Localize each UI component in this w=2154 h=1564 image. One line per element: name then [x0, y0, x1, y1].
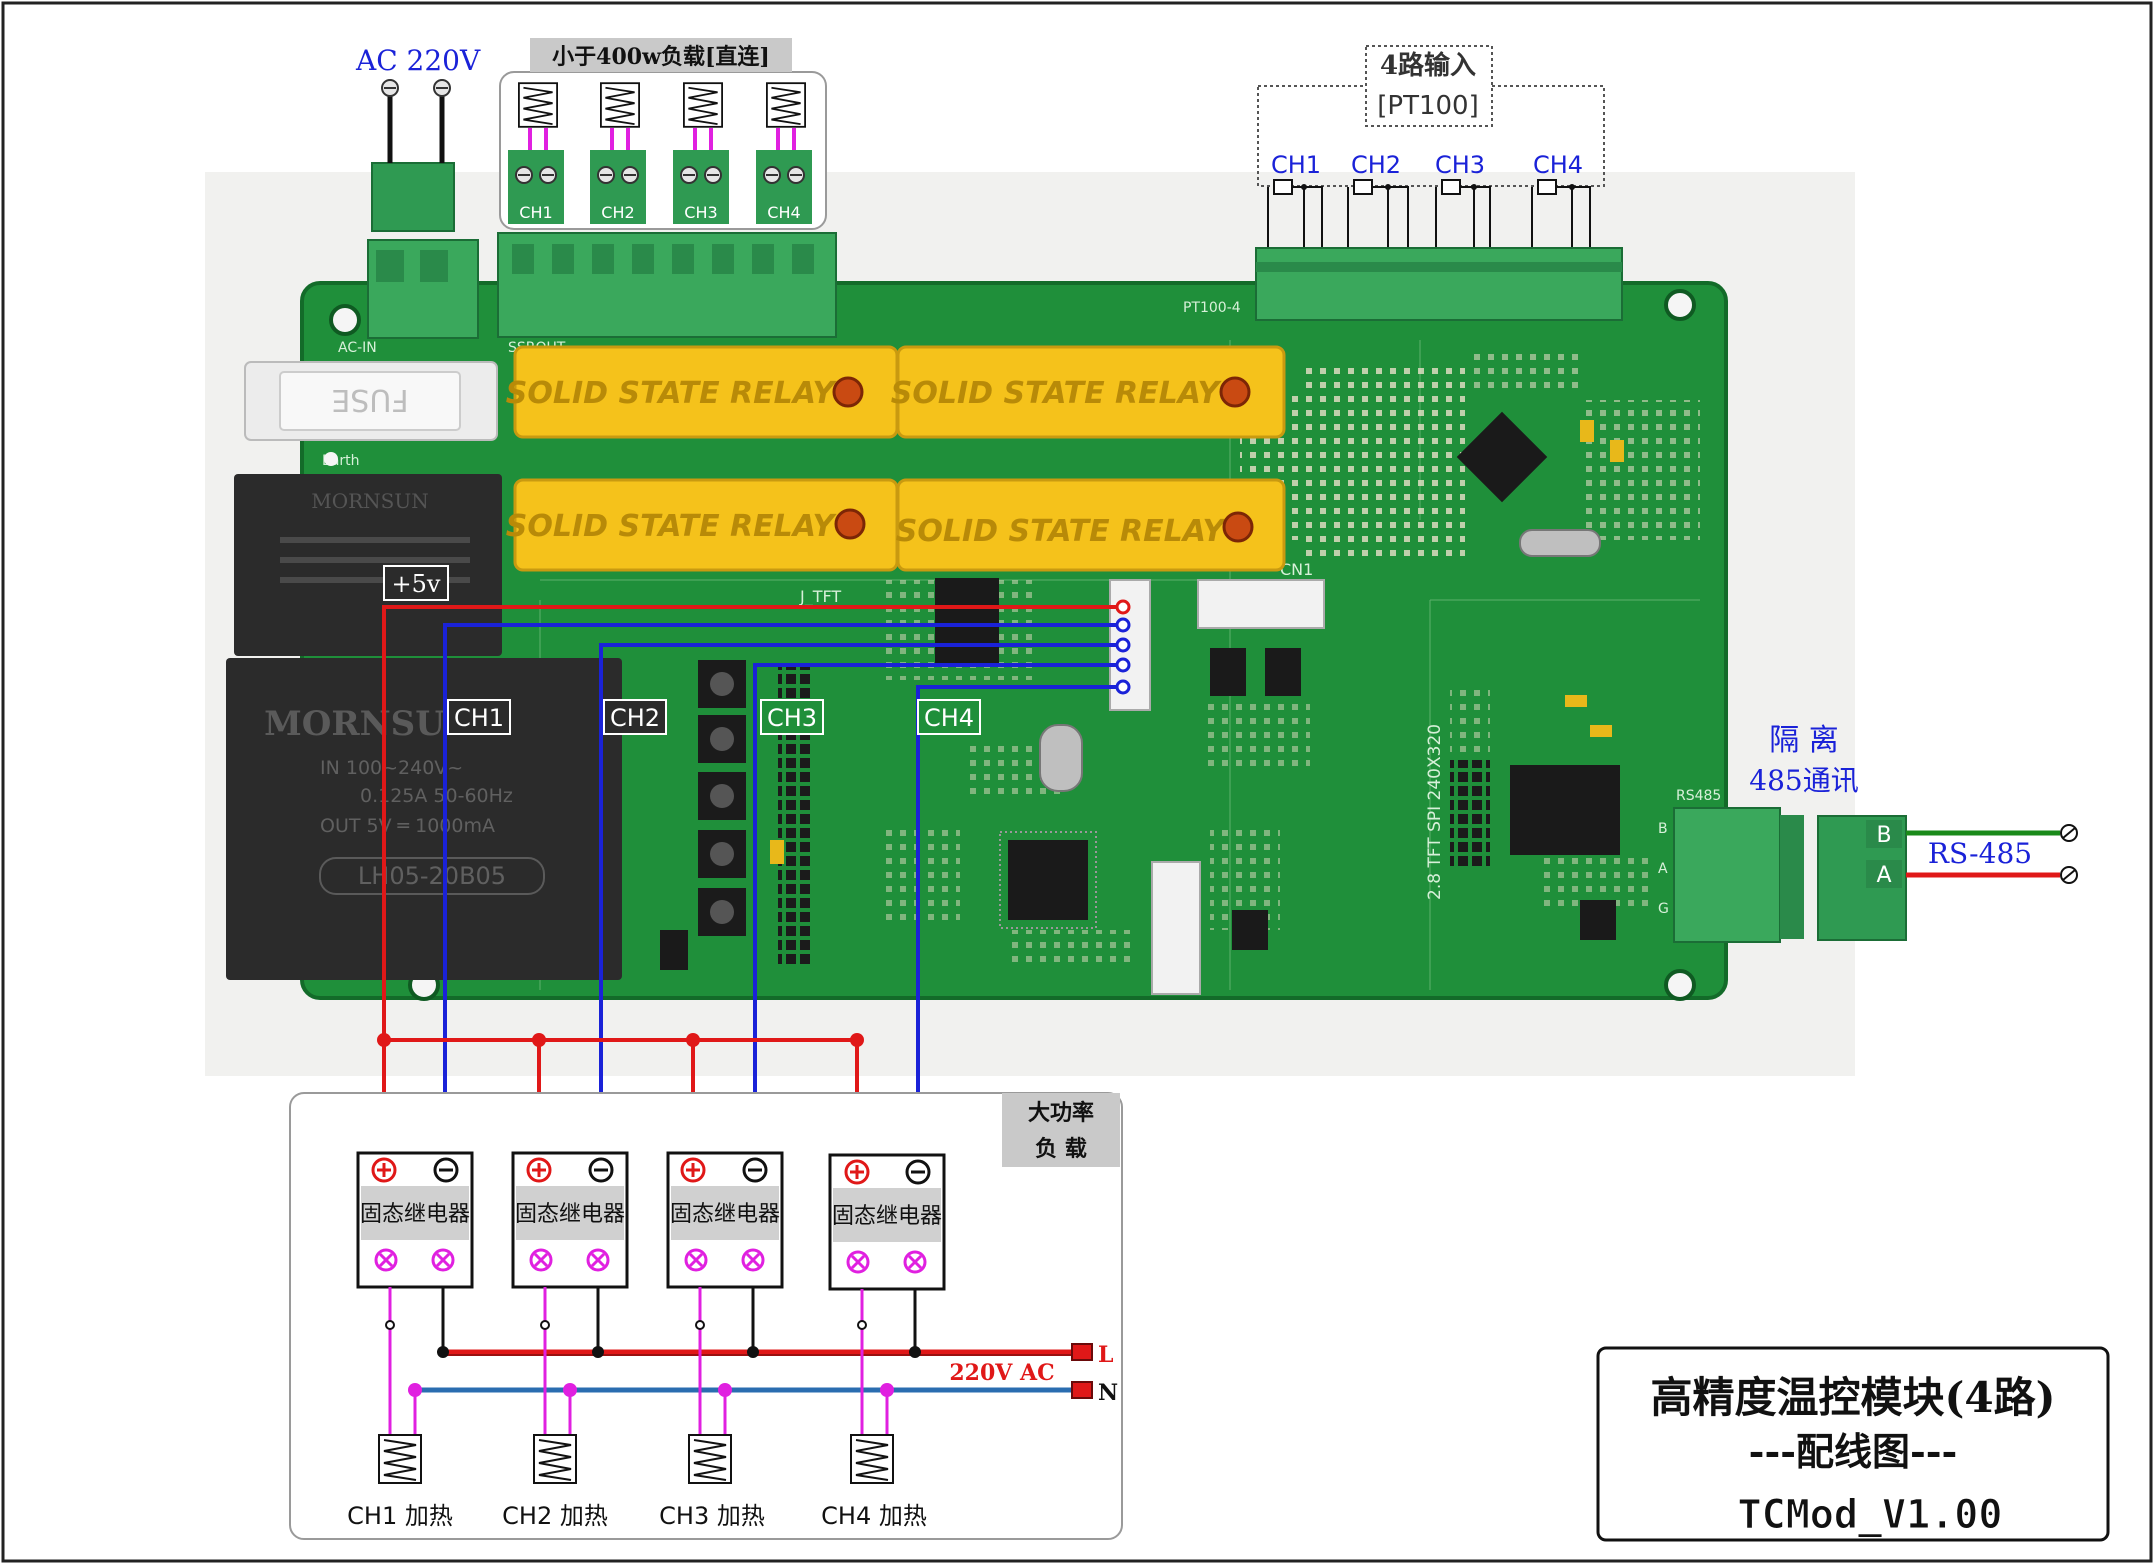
heater-icon	[688, 1433, 732, 1485]
rs485-b-terminal-icon	[2060, 824, 2078, 842]
ssr-out-ch-label: CH3	[684, 203, 717, 222]
heater-label: CH3 加热	[659, 1502, 765, 1530]
psu-big-brand: MORNSUN	[264, 704, 476, 744]
heater-icon	[850, 1433, 894, 1485]
external-relay: 固态继电器 CH4 加热	[821, 1153, 946, 1530]
tft-label: 2.8 TFT SPI 240X320	[1425, 724, 1445, 900]
relay-label: 固态继电器	[360, 1202, 470, 1227]
wiring-labels: +5v CH1 CH2 CH3 CH4	[383, 565, 981, 735]
pt100-channel: CH1	[1267, 151, 1323, 250]
relay-text: SOLID STATE RELAY	[506, 509, 838, 544]
pt100-title: 4路输入	[1380, 50, 1476, 81]
rs485-section: 隔 离 485通讯 RS485 B A G B A RS-485	[1658, 723, 2078, 943]
load-panel-title-1: 大功率	[1028, 1100, 1094, 1126]
rs485-block-label: RS485	[1676, 788, 1721, 804]
rs485-pin-a: A	[1658, 861, 1668, 877]
ac-in-label: AC-IN	[338, 340, 377, 356]
rs485-terminal-b: B	[1876, 823, 1891, 848]
ssr-out-channel: CH1	[508, 82, 564, 224]
load-resistor-icon	[683, 82, 723, 128]
relay-label: 固态继电器	[515, 1202, 625, 1227]
ssr-out-channel: CH2	[590, 82, 646, 224]
pt100-block-label: PT100-4	[1183, 300, 1241, 316]
fuse-text: FUSE	[331, 382, 408, 417]
external-relay: 固态继电器 CH2 加热	[502, 1151, 629, 1530]
board-relay: SOLID STATE RELAY	[896, 478, 1286, 572]
heater-label: CH4 加热	[821, 1502, 927, 1530]
isolation-line2: 485通讯	[1749, 764, 1858, 797]
pt100-channel: CH4	[1531, 151, 1591, 250]
rs485-pin-g: G	[1658, 901, 1669, 917]
relay-text: SOLID STATE RELAY	[896, 514, 1228, 549]
ssr-out-ch-label: CH1	[519, 203, 552, 222]
ssr-out-terminal	[497, 232, 837, 338]
load-resistor-icon	[766, 82, 806, 128]
external-relays: 固态继电器 CH1 加热 固态继电器	[347, 1151, 946, 1530]
ac-220v-line-label: 220V AC	[949, 1360, 1054, 1386]
ssr-out-panel: 小于400w负载[直连] CH1 CH2 CH3 CH4	[499, 38, 827, 230]
external-relay: 固态继电器 CH3 加热	[659, 1151, 784, 1530]
pt100-ch-label: CH2	[1351, 151, 1401, 179]
ssr-out-channel: CH4	[756, 82, 812, 224]
diagram-subtitle: ---配线图---	[1749, 1429, 1958, 1474]
board-relays: SOLID STATE RELAY SOLID STATE RELAY SOLI…	[506, 345, 1286, 572]
load-panel-title-2: 负 载	[1035, 1136, 1087, 1162]
relay-text: SOLID STATE RELAY	[506, 376, 838, 411]
rs485-a-terminal-icon	[2060, 866, 2078, 884]
load-resistor-icon	[600, 82, 640, 128]
wiring-ch-label: CH3	[767, 704, 817, 732]
board-relay: SOLID STATE RELAY	[891, 345, 1286, 439]
plus5v-label: +5v	[392, 570, 441, 598]
ac-220v-label: AC 220V	[355, 44, 481, 77]
psu-big-line-1: IN 100~240V~	[320, 757, 463, 779]
psu-small: MORNSUN	[234, 474, 502, 656]
pt100-ch-label: CH3	[1435, 151, 1485, 179]
rs485-pin-b: B	[1658, 821, 1668, 837]
psu-big: MORNSUN IN 100~240V~ 0.125A 50-60Hz OUT …	[226, 658, 622, 980]
isolation-line1: 隔 离	[1769, 723, 1839, 758]
psu-big-model: LH05-20B05	[358, 862, 506, 890]
relay-label: 固态继电器	[670, 1202, 780, 1227]
wiring-ch-label: CH2	[610, 704, 660, 732]
external-relay: 固态继电器 CH1 加热	[347, 1151, 474, 1530]
ac-input-terminal: AC 220V	[355, 44, 481, 339]
ssr-out-ch-label: CH2	[601, 203, 634, 222]
pt100-terminal	[1255, 247, 1623, 321]
line-n-label: N	[1098, 1380, 1118, 1406]
line-l-label: L	[1098, 1342, 1113, 1368]
pt100-ch-label: CH4	[1533, 151, 1583, 179]
rs485-label: RS-485	[1928, 837, 2032, 870]
control-connector-dots	[377, 599, 1131, 1047]
wiring-ch-label: CH1	[454, 704, 504, 732]
heater-label: CH2 加热	[502, 1502, 608, 1530]
ssr-out-channel: CH3	[673, 82, 729, 224]
heater-icon	[378, 1433, 422, 1485]
psu-small-brand: MORNSUN	[311, 489, 429, 513]
cn1-label: CN1	[1280, 560, 1313, 579]
psu-big-line-2: 0.125A 50-60Hz	[360, 785, 513, 807]
ssr-out-ch-label: CH4	[767, 203, 800, 222]
load-resistor-icon	[518, 82, 558, 128]
board-relay: SOLID STATE RELAY	[506, 345, 899, 439]
fuse: FUSE	[244, 361, 498, 441]
relay-label: 固态继电器	[832, 1204, 942, 1229]
model-label: TCMod_V1.00	[1738, 1492, 2003, 1538]
wiring-ch-label: CH4	[924, 704, 974, 732]
pt100-section: 4路输入 [PT100] CH1 CH2 CH3 CH4	[1255, 45, 1623, 321]
board-relay: SOLID STATE RELAY	[506, 478, 899, 572]
rs485-terminal-a: A	[1876, 863, 1891, 888]
heater-icon	[533, 1433, 577, 1485]
title-box: 高精度温控模块(4路) ---配线图--- TCMod_V1.00	[1596, 1346, 2110, 1542]
pt100-channel: CH3	[1435, 151, 1491, 250]
heater-label: CH1 加热	[347, 1502, 453, 1530]
jtft-label: J_TFT	[799, 587, 841, 607]
ssr-out-title: 小于400w负载[直连]	[552, 44, 770, 70]
psu-big-line-3: OUT 5V ═ 1000mA	[320, 815, 495, 837]
diagram-title: 高精度温控模块(4路)	[1651, 1373, 2056, 1422]
pt100-ch-label: CH1	[1271, 151, 1321, 179]
pt100-channel: CH2	[1347, 151, 1409, 250]
pt100-subtitle: [PT100]	[1377, 91, 1478, 121]
relay-text: SOLID STATE RELAY	[891, 376, 1223, 411]
